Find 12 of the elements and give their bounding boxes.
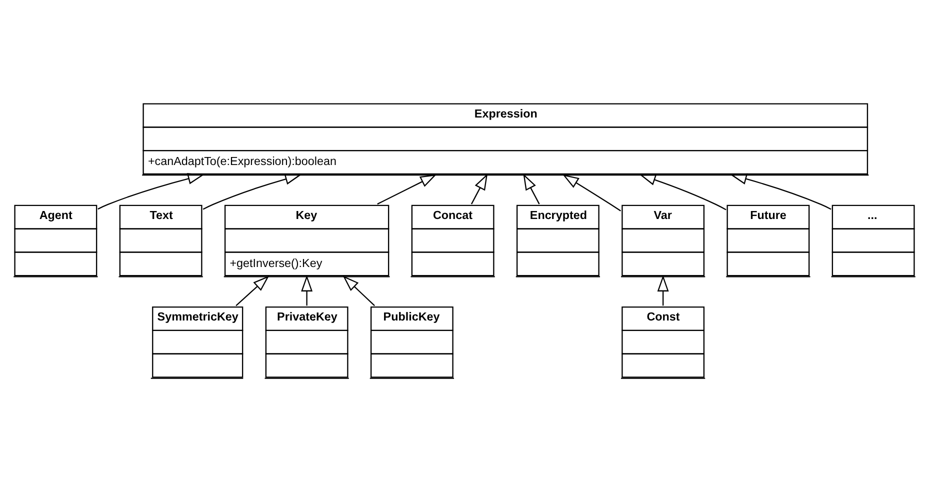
arrow	[657, 274, 669, 306]
arrow	[202, 173, 302, 210]
arrow	[470, 173, 488, 204]
arrow	[342, 275, 375, 306]
arrow	[98, 172, 204, 210]
arrow	[301, 274, 313, 306]
arrow	[562, 174, 622, 211]
arrow	[377, 174, 437, 204]
arrow	[523, 173, 540, 204]
arrow	[639, 174, 726, 210]
arrow	[730, 172, 832, 210]
arrow	[236, 275, 270, 306]
